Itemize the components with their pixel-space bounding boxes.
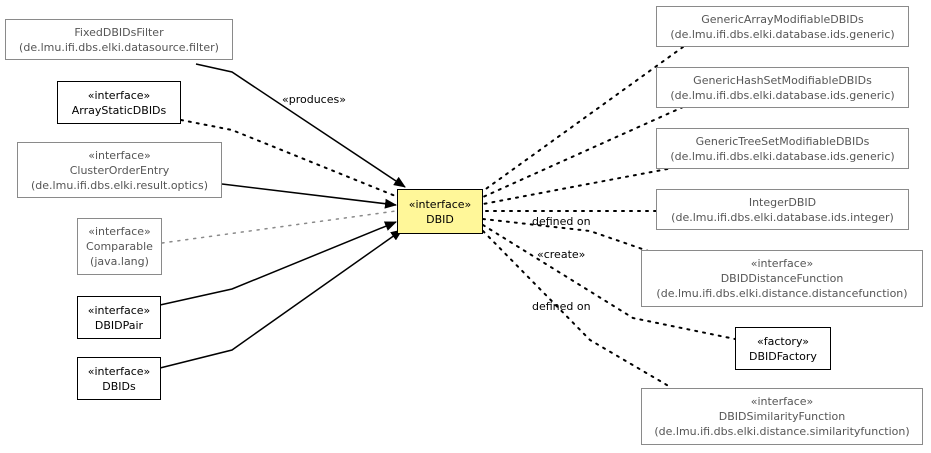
node-stereotype: «interface»: [87, 88, 151, 102]
node-name: DBIDPair: [94, 318, 144, 332]
node-package: (de.lmu.ifi.dbs.elki.distance.distancefu…: [656, 287, 908, 300]
node-name: ClusterOrderEntry: [69, 163, 170, 177]
node-generictreesetmodifiabledbids[interactable]: GenericTreeSetModifiableDBIDs (de.lmu.if…: [656, 128, 909, 169]
edge-dbidsimilarity-definedon: [482, 230, 673, 389]
node-package: (de.lmu.ifi.dbs.elki.result.optics): [31, 178, 208, 192]
node-dbids[interactable]: «interface» DBIDs: [77, 357, 161, 400]
node-name: GenericArrayModifiableDBIDs: [701, 12, 864, 26]
edge-arraystatic-dotted: [180, 119, 399, 198]
node-arraystaticdbids[interactable]: «interface» ArrayStaticDBIDs: [57, 81, 181, 124]
edge-label-produces: «produces»: [282, 93, 346, 106]
node-package: (de.lmu.ifi.dbs.elki.database.ids.generi…: [670, 27, 895, 41]
edge-label-defined-on-distance: defined on: [532, 215, 591, 228]
node-stereotype: «interface»: [87, 364, 151, 378]
node-name: Comparable: [86, 240, 153, 253]
edge-fixedfilter-produces-dbid: [195, 63, 406, 188]
edge-comparable-dotted: [161, 210, 397, 244]
node-name: DBID: [426, 212, 454, 226]
edge-label-defined-on-similarity: defined on: [532, 300, 591, 313]
node-name: DBIDFactory: [749, 349, 817, 363]
node-dbidfactory[interactable]: «factory» DBIDFactory: [735, 327, 831, 370]
node-name: FixedDBIDsFilter: [74, 25, 164, 39]
node-package: (de.lmu.ifi.dbs.elki.database.ids.intege…: [671, 210, 894, 224]
node-name: DBIDs: [102, 379, 136, 393]
node-dbiddistancefunction[interactable]: «interface» DBIDDistanceFunction (de.lmu…: [641, 250, 923, 307]
edge-genericarray-dotted: [482, 46, 684, 192]
node-stereotype: «interface»: [408, 197, 472, 211]
node-package: (de.lmu.ifi.dbs.elki.distance.similarity…: [654, 425, 910, 438]
node-stereotype: «interface»: [88, 225, 151, 238]
edge-clusterorder-to-dbid: [221, 183, 397, 209]
node-name: IntegerDBID: [748, 195, 817, 209]
node-clusterorderentry[interactable]: «interface» ClusterOrderEntry (de.lmu.if…: [17, 142, 222, 198]
node-stereotype: «interface»: [750, 257, 814, 270]
node-name: DBIDSimilarityFunction: [718, 410, 846, 423]
edge-generichashset-dotted: [482, 106, 684, 198]
edge-generictreeset-dotted: [482, 165, 684, 205]
node-name: DBIDDistanceFunction: [720, 272, 844, 285]
node-name: GenericHashSetModifiableDBIDs: [693, 73, 872, 87]
edge-dbids-to-dbid: [159, 229, 403, 369]
edge-dbidpair-to-dbid: [159, 221, 397, 306]
node-package: (de.lmu.ifi.dbs.elki.database.ids.generi…: [670, 149, 895, 163]
node-genericarraymodifiabledbids[interactable]: GenericArrayModifiableDBIDs (de.lmu.ifi.…: [656, 6, 909, 47]
node-comparable[interactable]: «interface» Comparable (java.lang): [77, 218, 162, 275]
node-package: (java.lang): [90, 255, 149, 268]
node-stereotype: «interface»: [87, 303, 151, 317]
node-name: GenericTreeSetModifiableDBIDs: [695, 134, 870, 148]
node-integerdbid[interactable]: IntegerDBID (de.lmu.ifi.dbs.elki.databas…: [656, 189, 909, 230]
node-package: (de.lmu.ifi.dbs.elki.database.ids.generi…: [670, 88, 895, 102]
node-dbidpair[interactable]: «interface» DBIDPair: [77, 296, 161, 339]
edge-dbiddistance-definedon: [482, 218, 655, 254]
node-stereotype: «interface»: [750, 395, 814, 408]
node-dbid[interactable]: «interface» DBID: [397, 189, 483, 234]
node-stereotype: «interface»: [88, 148, 151, 162]
node-fixeddbidsfilter[interactable]: FixedDBIDsFilter (de.lmu.ifi.dbs.elki.da…: [5, 19, 233, 60]
node-name: ArrayStaticDBIDs: [71, 103, 167, 117]
edge-dbidfactory-create: [482, 224, 736, 340]
edge-label-create: «create»: [537, 248, 586, 261]
node-stereotype: «factory»: [756, 334, 809, 348]
node-package: (de.lmu.ifi.dbs.elki.datasource.filter): [19, 40, 219, 54]
node-generichashsetmodifiabledbids[interactable]: GenericHashSetModifiableDBIDs (de.lmu.if…: [656, 67, 909, 108]
node-dbidsimilarityfunction[interactable]: «interface» DBIDSimilarityFunction (de.l…: [641, 388, 923, 445]
